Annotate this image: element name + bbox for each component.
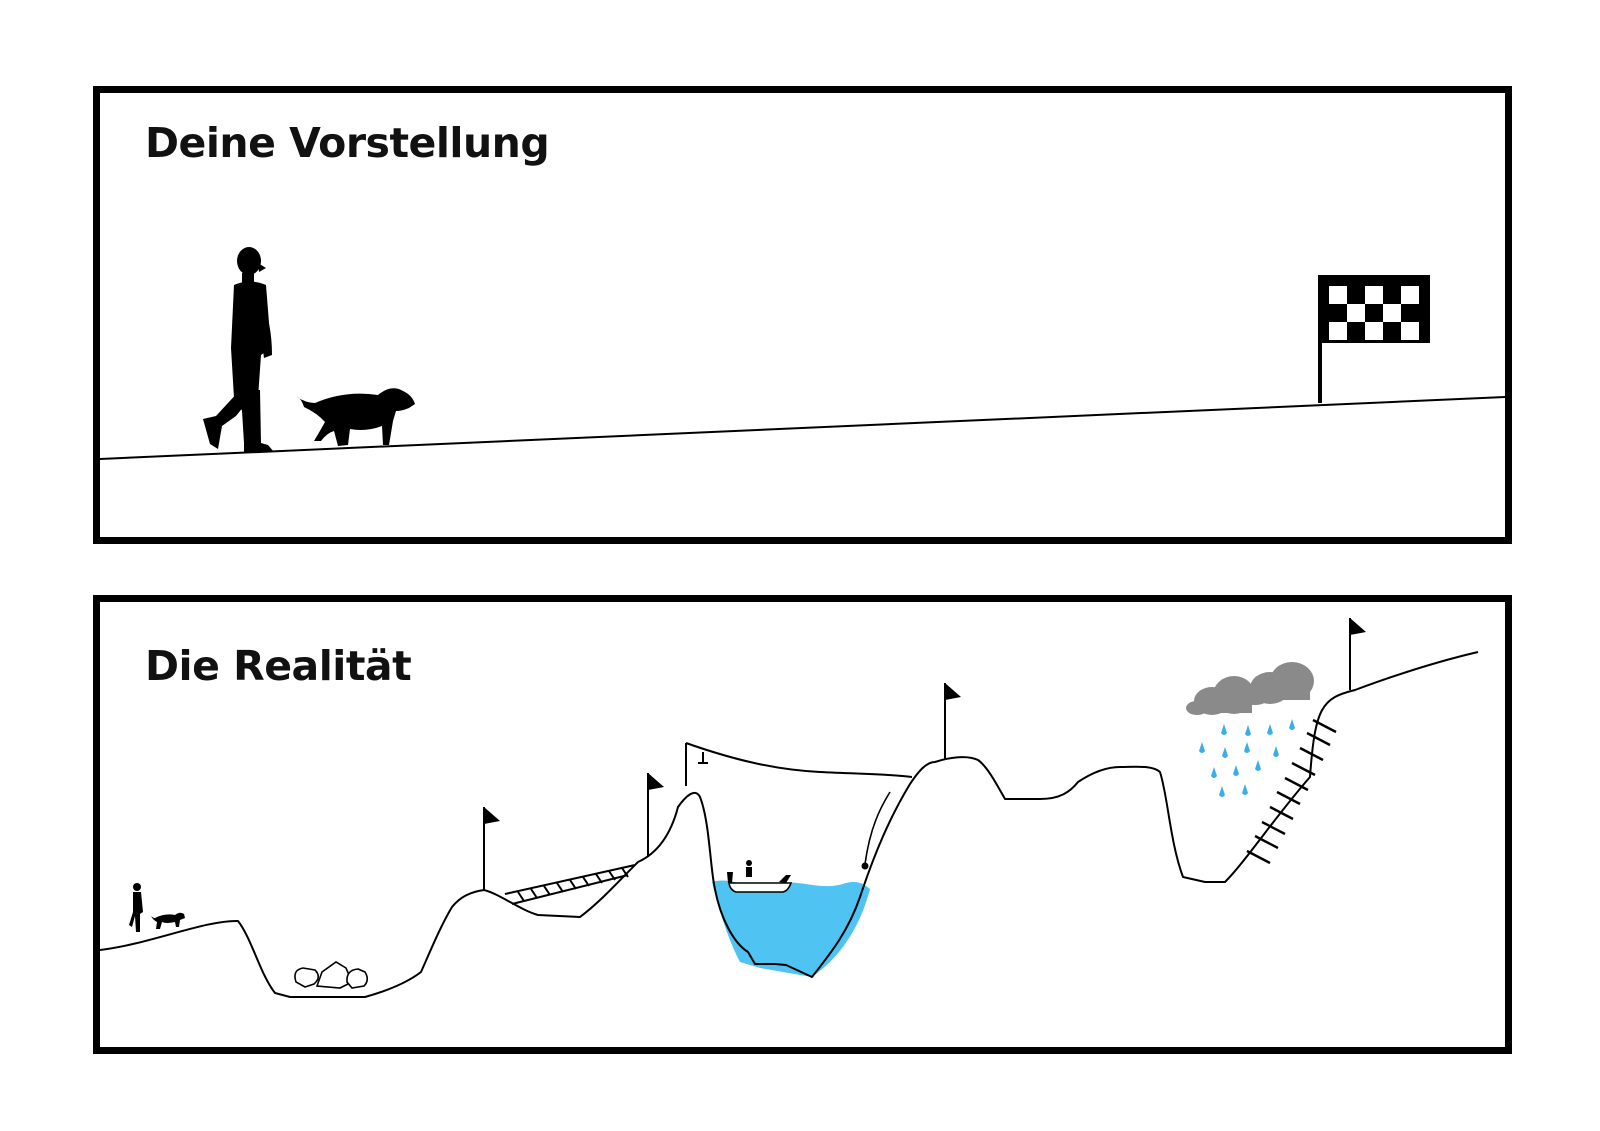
finish-checkered-flag-icon bbox=[1318, 275, 1430, 403]
boat-icon bbox=[727, 860, 793, 893]
imagination-scene bbox=[100, 247, 1505, 460]
reality-panel: Die Realität bbox=[93, 595, 1512, 1054]
imagination-panel: Deine Vorstellung bbox=[93, 86, 1512, 544]
small-man-silhouette-icon bbox=[129, 883, 143, 932]
panel-title-imagination: Deine Vorstellung bbox=[145, 119, 550, 167]
flag-2-icon bbox=[647, 773, 664, 857]
rain-cloud-icon bbox=[1186, 662, 1314, 715]
climbing-rope bbox=[864, 791, 891, 865]
flag-1-icon bbox=[483, 807, 500, 890]
rope-anchor bbox=[861, 862, 869, 870]
rocks-icon bbox=[294, 961, 369, 989]
rope-bridge bbox=[504, 864, 636, 905]
man-silhouette-icon bbox=[203, 247, 274, 452]
straight-path-line bbox=[100, 396, 1505, 460]
reality-scene bbox=[100, 618, 1479, 998]
flag-4-icon bbox=[1349, 618, 1366, 690]
rain-drops bbox=[1199, 719, 1295, 797]
dog-silhouette-icon bbox=[297, 388, 415, 446]
small-dog-silhouette-icon bbox=[151, 912, 185, 929]
zipline bbox=[685, 742, 913, 786]
rugged-terrain-line bbox=[100, 651, 1479, 998]
cliff-ladder bbox=[1246, 718, 1337, 865]
panel-title-reality: Die Realität bbox=[145, 642, 412, 690]
flag-3-icon bbox=[944, 683, 961, 760]
